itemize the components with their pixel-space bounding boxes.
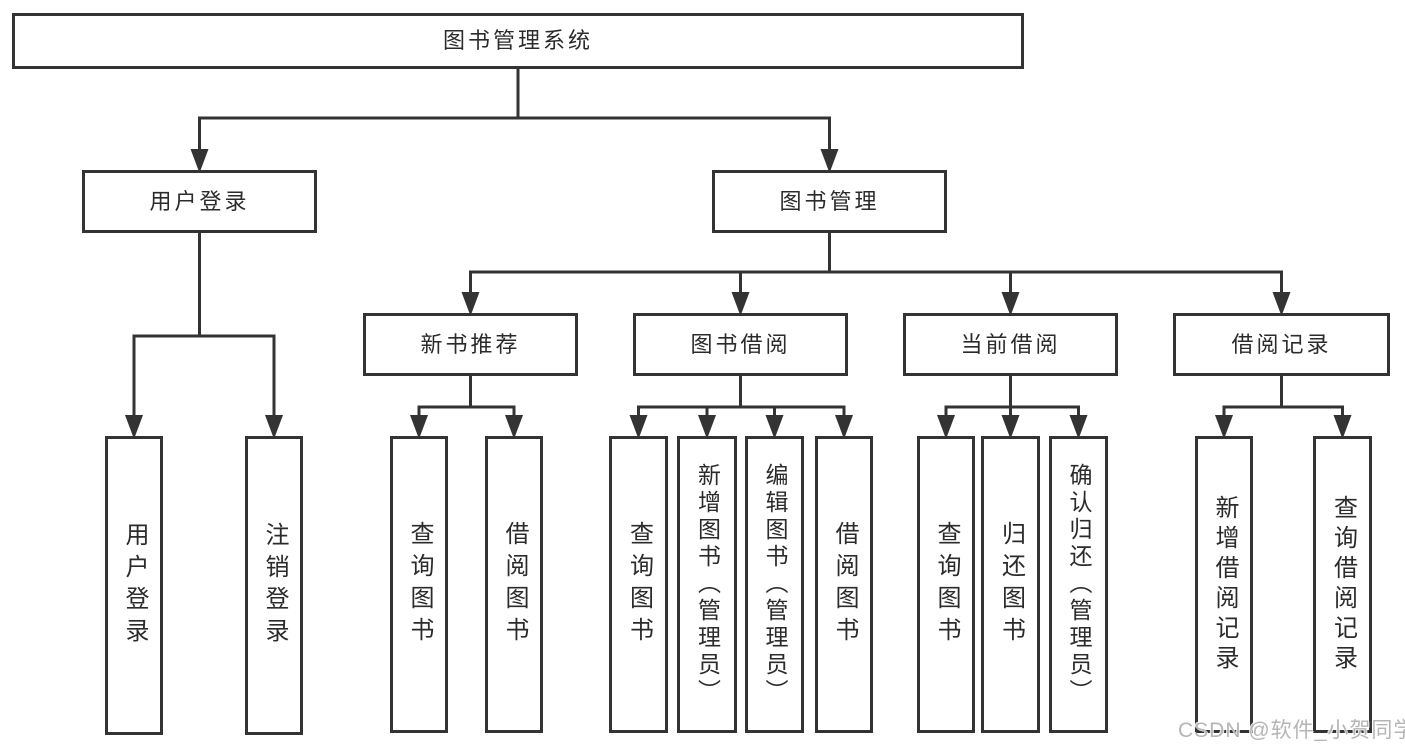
diagram-node-cb-query-book: 查询图书 <box>917 436 975 733</box>
diagram-node-bb-borrow-book: 借阅图书 <box>815 436 873 733</box>
diagram-node-borrow-records: 借阅记录 <box>1173 313 1390 376</box>
node-label: 用户登录 <box>121 521 148 650</box>
node-label: 图书管理 <box>779 188 880 214</box>
arrowhead-icon <box>1001 415 1020 439</box>
watermark-csdn: CSDN @软件_小贺同学 <box>1178 719 1405 742</box>
arrowhead-icon <box>190 149 209 173</box>
diagram-node-leaf-user-login: 用户登录 <box>105 436 163 735</box>
arrowhead-icon <box>125 415 143 439</box>
node-label: 编辑图书（管理员） <box>762 463 788 706</box>
node-label: 归还图书 <box>997 520 1025 649</box>
diagram-node-nbr-borrow-book: 借阅图书 <box>485 436 543 733</box>
diagram-node-cb-return-book: 归还图书 <box>981 436 1040 733</box>
arrowhead-icon <box>265 415 283 439</box>
diagram-node-new-book-rec: 新书推荐 <box>363 313 578 376</box>
diagram-node-user-login: 用户登录 <box>82 170 317 233</box>
arrowhead-icon <box>765 415 784 439</box>
node-label: 用户登录 <box>149 188 250 214</box>
diagram-node-br-query-record: 查询借阅记录 <box>1313 436 1372 733</box>
arrowhead-icon <box>835 415 853 439</box>
node-label: 图书管理系统 <box>442 28 593 53</box>
arrowhead-icon <box>731 292 750 316</box>
arrowhead-icon <box>410 415 428 439</box>
arrowhead-icon <box>937 415 955 439</box>
node-label: 当前借阅 <box>960 331 1061 357</box>
arrowhead-icon <box>461 292 480 316</box>
arrowhead-icon <box>1069 415 1088 439</box>
arrowhead-icon <box>629 415 648 439</box>
node-label: 新增图书（管理员） <box>694 463 721 706</box>
node-label: 注销登录 <box>261 521 288 650</box>
diagram-node-root: 图书管理系统 <box>12 13 1024 69</box>
diagram-node-leaf-logout: 注销登录 <box>245 436 303 735</box>
node-label: 新增借阅记录 <box>1211 494 1238 675</box>
node-label: 查询图书 <box>406 520 433 649</box>
arrowhead-icon <box>1001 292 1020 316</box>
diagram-node-bb-add-book: 新增图书（管理员） <box>677 436 737 733</box>
node-label: 确认归还（管理员） <box>1066 463 1092 706</box>
diagram-node-bb-edit-book: 编辑图书（管理员） <box>745 436 804 733</box>
node-label: 查询图书 <box>933 520 960 649</box>
arrowhead-icon <box>1215 415 1233 439</box>
diagram-node-bb-query-book: 查询图书 <box>609 436 668 733</box>
arrowhead-icon <box>698 415 716 439</box>
node-label: 查询图书 <box>625 520 653 649</box>
arrowhead-icon <box>820 149 839 173</box>
node-label: 借阅图书 <box>501 520 528 649</box>
node-label: 新书推荐 <box>420 331 521 357</box>
arrowhead-icon <box>1272 292 1291 316</box>
diagram-node-book-mgmt: 图书管理 <box>712 170 947 233</box>
node-label: 查询借阅记录 <box>1329 494 1357 675</box>
arrowhead-icon <box>505 415 523 439</box>
node-label: 图书借阅 <box>690 331 791 357</box>
diagram-node-book-borrow: 图书借阅 <box>633 313 848 376</box>
node-label: 借阅记录 <box>1231 331 1332 357</box>
diagram-node-nbr-query-book: 查询图书 <box>390 436 448 733</box>
diagram-node-br-add-record: 新增借阅记录 <box>1195 436 1253 733</box>
node-label: 借阅图书 <box>831 520 858 649</box>
diagram-node-current-borrow: 当前借阅 <box>903 313 1118 376</box>
arrowhead-icon <box>1333 415 1352 439</box>
diagram-node-cb-confirm-return: 确认归还（管理员） <box>1049 436 1108 733</box>
